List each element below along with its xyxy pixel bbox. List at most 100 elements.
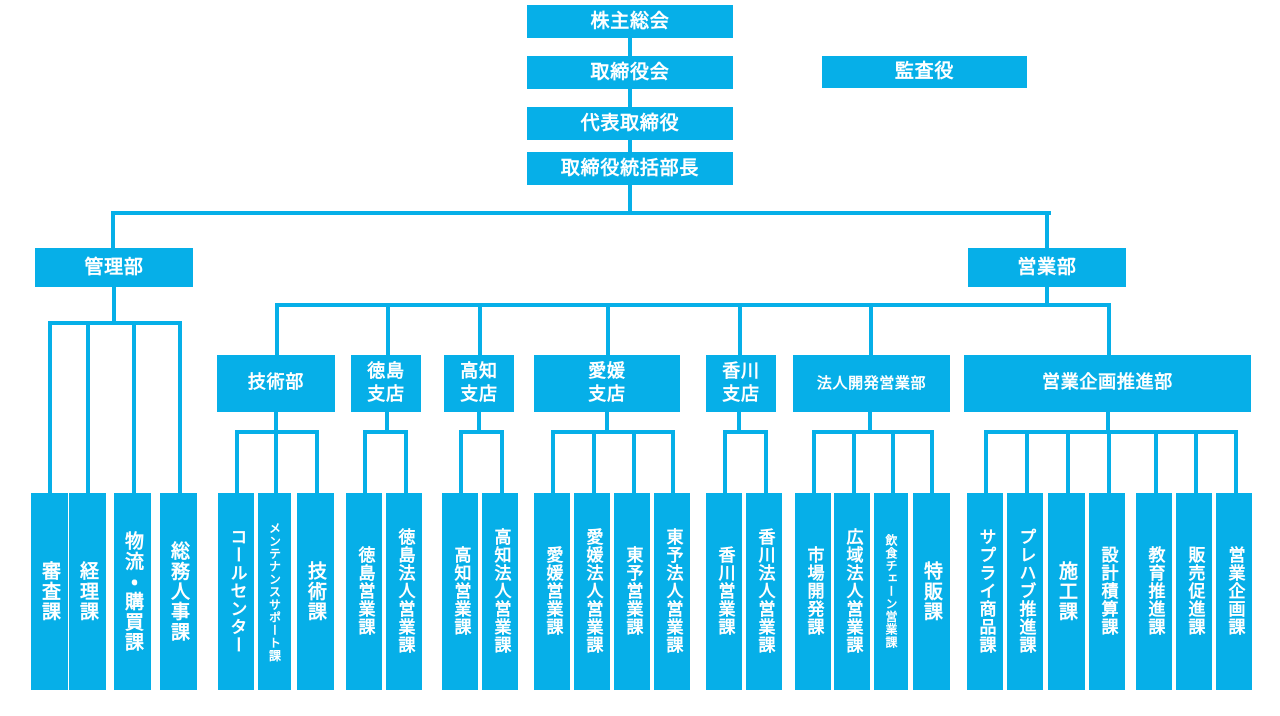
leaf-butsuryu-kobai-ka[interactable]: 物流・購買課 [114,493,151,690]
connector-dept-drop-ehime [606,303,610,357]
leaf-supply-shohin-ka[interactable]: サプライ商品課 [967,493,1003,690]
connector-ehime-drop-1 [592,430,596,495]
connector-dept-drop-tokushima [386,303,390,357]
connector-sales-planning-stem [1106,412,1110,434]
leaf-shijo-kaihatsu-ka[interactable]: 市場開発課 [795,493,831,690]
connector-bus-to-sales-division [1045,211,1049,251]
leaf-sekkei-sekisan-ka[interactable]: 設計積算課 [1089,493,1125,690]
leaf-toyo-eigyo-ka[interactable]: 東予営業課 [614,493,650,690]
connector-kagawa-stem [737,412,741,434]
node-tokushima-branch[interactable]: 徳島 支店 [351,355,421,412]
leaf-tokuhan-ka[interactable]: 特販課 [913,493,950,690]
connector-tokushima-stem [385,412,389,434]
leaf-call-center[interactable]: コールセンター [218,493,254,690]
node-kochi-branch[interactable]: 高知 支店 [444,355,514,412]
leaf-hanbai-sokushin-ka[interactable]: 販売促進課 [1176,493,1212,690]
connector-kagawa-bus [723,430,768,434]
leaf-inshoku-chain-eigyo-ka[interactable]: 飲食チェーン営業課 [874,493,908,690]
connector-corporate-dev-drop-3 [930,430,934,495]
leaf-tokushima-eigyo-ka[interactable]: 徳島営業課 [346,493,382,690]
connector-sales-planning-bus [984,430,1238,434]
leaf-maintenance-support-ka[interactable]: メンテナンスサポート課 [258,493,291,690]
connector-dept-drop-corporate-dev [869,303,873,357]
node-kagawa-branch[interactable]: 香川 支店 [706,355,776,412]
connector-ehime-drop-2 [632,430,636,495]
connector-admin-sections-bus [48,321,182,325]
connector-ehime-stem [605,412,609,434]
leaf-ehime-hojin-eigyo-ka[interactable]: 愛媛法人営業課 [574,493,610,690]
connector-dept-drop-engineering [275,303,279,357]
node-representative-director[interactable]: 代表取締役 [527,107,733,140]
connector-corporate-dev-stem [868,412,872,434]
connector-kagawa-drop-1 [764,430,768,495]
leaf-eigyo-kikaku-ka[interactable]: 営業企画課 [1216,493,1252,690]
connector-kochi-stem [477,412,481,434]
node-director-general-manager[interactable]: 取締役統括部長 [527,152,733,185]
connector-representative-to-general-manager [628,140,632,158]
connector-tokushima-bus [363,430,408,434]
leaf-prefab-suishin-ka[interactable]: プレハブ推進課 [1007,493,1043,690]
connector-admin-drop-0 [48,321,52,495]
leaf-keiri-ka[interactable]: 経理課 [69,493,106,690]
connector-tokushima-drop-0 [363,430,367,495]
leaf-shinsa-ka[interactable]: 審査課 [31,493,68,690]
connector-sales-planning-drop-2 [1066,430,1070,495]
connector-board-to-representative [628,89,632,107]
connector-sales-planning-drop-4 [1154,430,1158,495]
node-corporate-dev-dept[interactable]: 法人開発営業部 [793,355,950,412]
connector-gm-stem [628,185,632,213]
node-admin-division[interactable]: 管理部 [35,248,193,287]
node-sales-planning-dept[interactable]: 営業企画推進部 [964,355,1251,412]
node-board-of-directors[interactable]: 取締役会 [527,56,733,89]
leaf-gijutsu-ka[interactable]: 技術課 [297,493,334,690]
leaf-toyo-hojin-eigyo-ka[interactable]: 東予法人営業課 [654,493,690,690]
connector-dept-drop-sales-planning [1107,303,1111,357]
leaf-seko-ka[interactable]: 施工課 [1048,493,1085,690]
leaf-somu-jinji-ka[interactable]: 総務人事課 [160,493,197,690]
node-shareholders-meeting[interactable]: 株主総会 [527,5,733,38]
connector-bus-to-admin-division [111,211,115,251]
connector-engineering-drop-1 [274,430,278,495]
node-ehime-branch[interactable]: 愛媛 支店 [534,355,680,412]
connector-engineering-drop-2 [315,430,319,495]
connector-sales-departments-bus [277,303,1111,307]
connector-admin-drop-3 [178,321,182,495]
connector-division-bus [113,211,1051,215]
connector-sales-planning-drop-1 [1025,430,1029,495]
connector-corporate-dev-drop-2 [891,430,895,495]
connector-kagawa-drop-0 [723,430,727,495]
connector-kochi-drop-1 [500,430,504,495]
node-auditor[interactable]: 監査役 [822,56,1027,88]
leaf-kagawa-hojin-eigyo-ka[interactable]: 香川法人営業課 [746,493,782,690]
connector-admin-division-stem [112,287,116,323]
connector-shareholders-to-board [628,38,632,56]
connector-kochi-bus [459,430,504,434]
leaf-kyoiku-suishin-ka[interactable]: 教育推進課 [1136,493,1172,690]
connector-admin-drop-2 [132,321,136,495]
connector-sales-planning-drop-0 [984,430,988,495]
connector-admin-drop-1 [86,321,90,495]
connector-sales-division-stem [1045,287,1049,307]
node-sales-division[interactable]: 営業部 [968,248,1126,287]
connector-corporate-dev-bus [812,430,934,434]
connector-ehime-drop-3 [671,430,675,495]
connector-corporate-dev-drop-1 [852,430,856,495]
connector-tokushima-drop-1 [404,430,408,495]
node-engineering-dept[interactable]: 技術部 [217,355,335,412]
connector-sales-planning-drop-5 [1194,430,1198,495]
connector-dept-drop-kochi [478,303,482,357]
leaf-kochi-eigyo-ka[interactable]: 高知営業課 [442,493,478,690]
connector-dept-drop-kagawa [738,303,742,357]
connector-sales-planning-drop-6 [1234,430,1238,495]
leaf-kagawa-eigyo-ka[interactable]: 香川営業課 [706,493,742,690]
leaf-tokushima-hojin-eigyo-ka[interactable]: 徳島法人営業課 [386,493,422,690]
connector-engineering-drop-0 [235,430,239,495]
connector-ehime-drop-0 [551,430,555,495]
leaf-koiki-hojin-eigyo-ka[interactable]: 広域法人営業課 [834,493,870,690]
connector-kochi-drop-0 [459,430,463,495]
connector-ehime-bus [551,430,675,434]
connector-corporate-dev-drop-0 [812,430,816,495]
leaf-kochi-hojin-eigyo-ka[interactable]: 高知法人営業課 [482,493,518,690]
leaf-ehime-eigyo-ka[interactable]: 愛媛営業課 [534,493,570,690]
